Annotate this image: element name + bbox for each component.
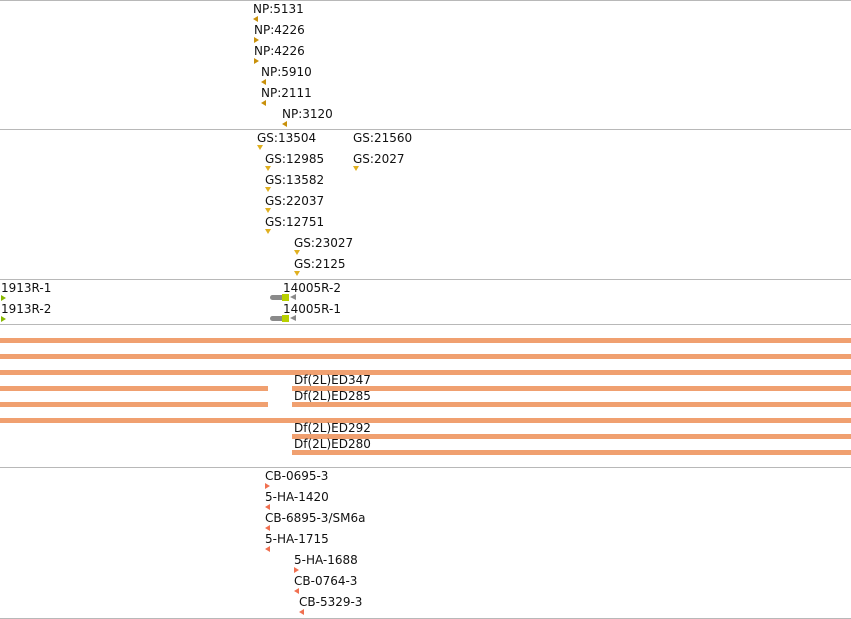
down-arrow-icon[interactable] xyxy=(265,187,271,192)
right-arrow-icon[interactable] xyxy=(254,37,259,43)
feature-label[interactable]: NP:5131 xyxy=(253,2,304,16)
track-separator xyxy=(0,279,851,280)
track-separator xyxy=(0,0,851,1)
deficiency-label[interactable]: Df(2L)ED285 xyxy=(294,389,371,403)
feature-label[interactable]: 14005R-1 xyxy=(283,302,341,316)
down-arrow-icon[interactable] xyxy=(265,166,271,171)
rnai-glyph[interactable] xyxy=(270,316,286,321)
deficiency-bar[interactable] xyxy=(292,450,851,455)
feature-label[interactable]: 5-HA-1688 xyxy=(294,553,358,567)
feature-label[interactable]: CB-6895-3/SM6a xyxy=(265,511,366,525)
down-arrow-icon[interactable] xyxy=(294,271,300,276)
feature-label[interactable]: 14005R-2 xyxy=(283,281,341,295)
feature-label[interactable]: GS:12751 xyxy=(265,215,325,229)
feature-label[interactable]: 5-HA-1715 xyxy=(265,532,329,546)
left-arrow-icon[interactable] xyxy=(261,79,266,85)
deficiency-bar[interactable] xyxy=(0,402,268,407)
down-arrow-icon[interactable] xyxy=(353,166,359,171)
right-arrow-icon[interactable] xyxy=(294,567,299,573)
left-arrow-icon[interactable] xyxy=(253,16,258,22)
left-arrow-icon[interactable] xyxy=(265,504,270,510)
deficiency-bar[interactable] xyxy=(0,338,851,343)
deficiency-bar[interactable] xyxy=(292,386,851,391)
down-arrow-icon[interactable] xyxy=(257,145,263,150)
track-separator xyxy=(0,467,851,468)
rnai-track: 1913R-1 1913R-2 14005R-2 14005R-1 xyxy=(0,279,851,324)
feature-label[interactable]: NP:4226 xyxy=(254,23,305,37)
deficiency-bar[interactable] xyxy=(0,354,851,359)
feature-label[interactable]: CB-5329-3 xyxy=(299,595,363,609)
deficiency-bar[interactable] xyxy=(0,418,851,423)
deficiency-bar[interactable] xyxy=(292,434,851,439)
left-arrow-icon[interactable] xyxy=(290,294,296,300)
track-separator xyxy=(0,324,851,325)
deficiency-label[interactable]: Df(2L)ED280 xyxy=(294,437,371,451)
right-arrow-icon[interactable] xyxy=(254,58,259,64)
feature-label[interactable]: CB-0695-3 xyxy=(265,469,329,483)
track-separator xyxy=(0,129,851,130)
left-arrow-icon[interactable] xyxy=(294,588,299,594)
right-arrow-icon[interactable] xyxy=(1,316,6,322)
deficiency-bar[interactable] xyxy=(0,370,851,375)
feature-label[interactable]: GS:22037 xyxy=(265,194,325,208)
right-arrow-icon[interactable] xyxy=(265,483,270,489)
feature-label[interactable]: GS:12985 xyxy=(265,152,325,166)
feature-label[interactable]: NP:3120 xyxy=(282,107,333,121)
rnai-glyph[interactable] xyxy=(270,295,286,300)
left-arrow-icon[interactable] xyxy=(290,315,296,321)
feature-label[interactable]: NP:5910 xyxy=(261,65,312,79)
left-arrow-icon[interactable] xyxy=(265,546,270,552)
feature-label[interactable]: GS:23027 xyxy=(294,236,354,250)
feature-label[interactable]: GS:13504 xyxy=(257,131,317,145)
feature-label[interactable]: 1913R-1 xyxy=(1,281,52,295)
np-track: NP:5131 NP:4226 NP:4226 NP:5910 NP:2111 … xyxy=(0,0,851,129)
feature-label[interactable]: 1913R-2 xyxy=(1,302,52,316)
gs-track: GS:13504 GS:21560 GS:12985 GS:2027 GS:13… xyxy=(0,129,851,279)
deficiency-label[interactable]: Df(2L)ED292 xyxy=(294,421,371,435)
right-arrow-icon[interactable] xyxy=(1,295,6,301)
feature-label[interactable]: GS:2125 xyxy=(294,257,346,271)
left-arrow-icon[interactable] xyxy=(282,121,287,127)
feature-label[interactable]: GS:21560 xyxy=(353,131,413,145)
deficiency-bar[interactable] xyxy=(292,402,851,407)
deficiency-label[interactable]: Df(2L)ED347 xyxy=(294,373,371,387)
feature-label[interactable]: GS:2027 xyxy=(353,152,405,166)
feature-label[interactable]: 5-HA-1420 xyxy=(265,490,329,504)
down-arrow-icon[interactable] xyxy=(294,250,300,255)
left-arrow-icon[interactable] xyxy=(265,525,270,531)
down-arrow-icon[interactable] xyxy=(265,208,271,213)
left-arrow-icon[interactable] xyxy=(299,609,304,615)
feature-label[interactable]: NP:2111 xyxy=(261,86,312,100)
down-arrow-icon[interactable] xyxy=(265,229,271,234)
feature-label[interactable]: NP:4226 xyxy=(254,44,305,58)
rnai-glyph[interactable] xyxy=(282,315,289,322)
left-arrow-icon[interactable] xyxy=(261,100,266,106)
feature-label[interactable]: GS:13582 xyxy=(265,173,325,187)
insertions-track: CB-0695-3 5-HA-1420 CB-6895-3/SM6a 5-HA-… xyxy=(0,467,851,618)
deficiency-bar[interactable] xyxy=(0,386,268,391)
rnai-glyph[interactable] xyxy=(282,294,289,301)
deficiency-track: Df(2L)ED347 Df(2L)ED285 Df(2L)ED292 Df(2… xyxy=(0,324,851,467)
feature-label[interactable]: CB-0764-3 xyxy=(294,574,358,588)
